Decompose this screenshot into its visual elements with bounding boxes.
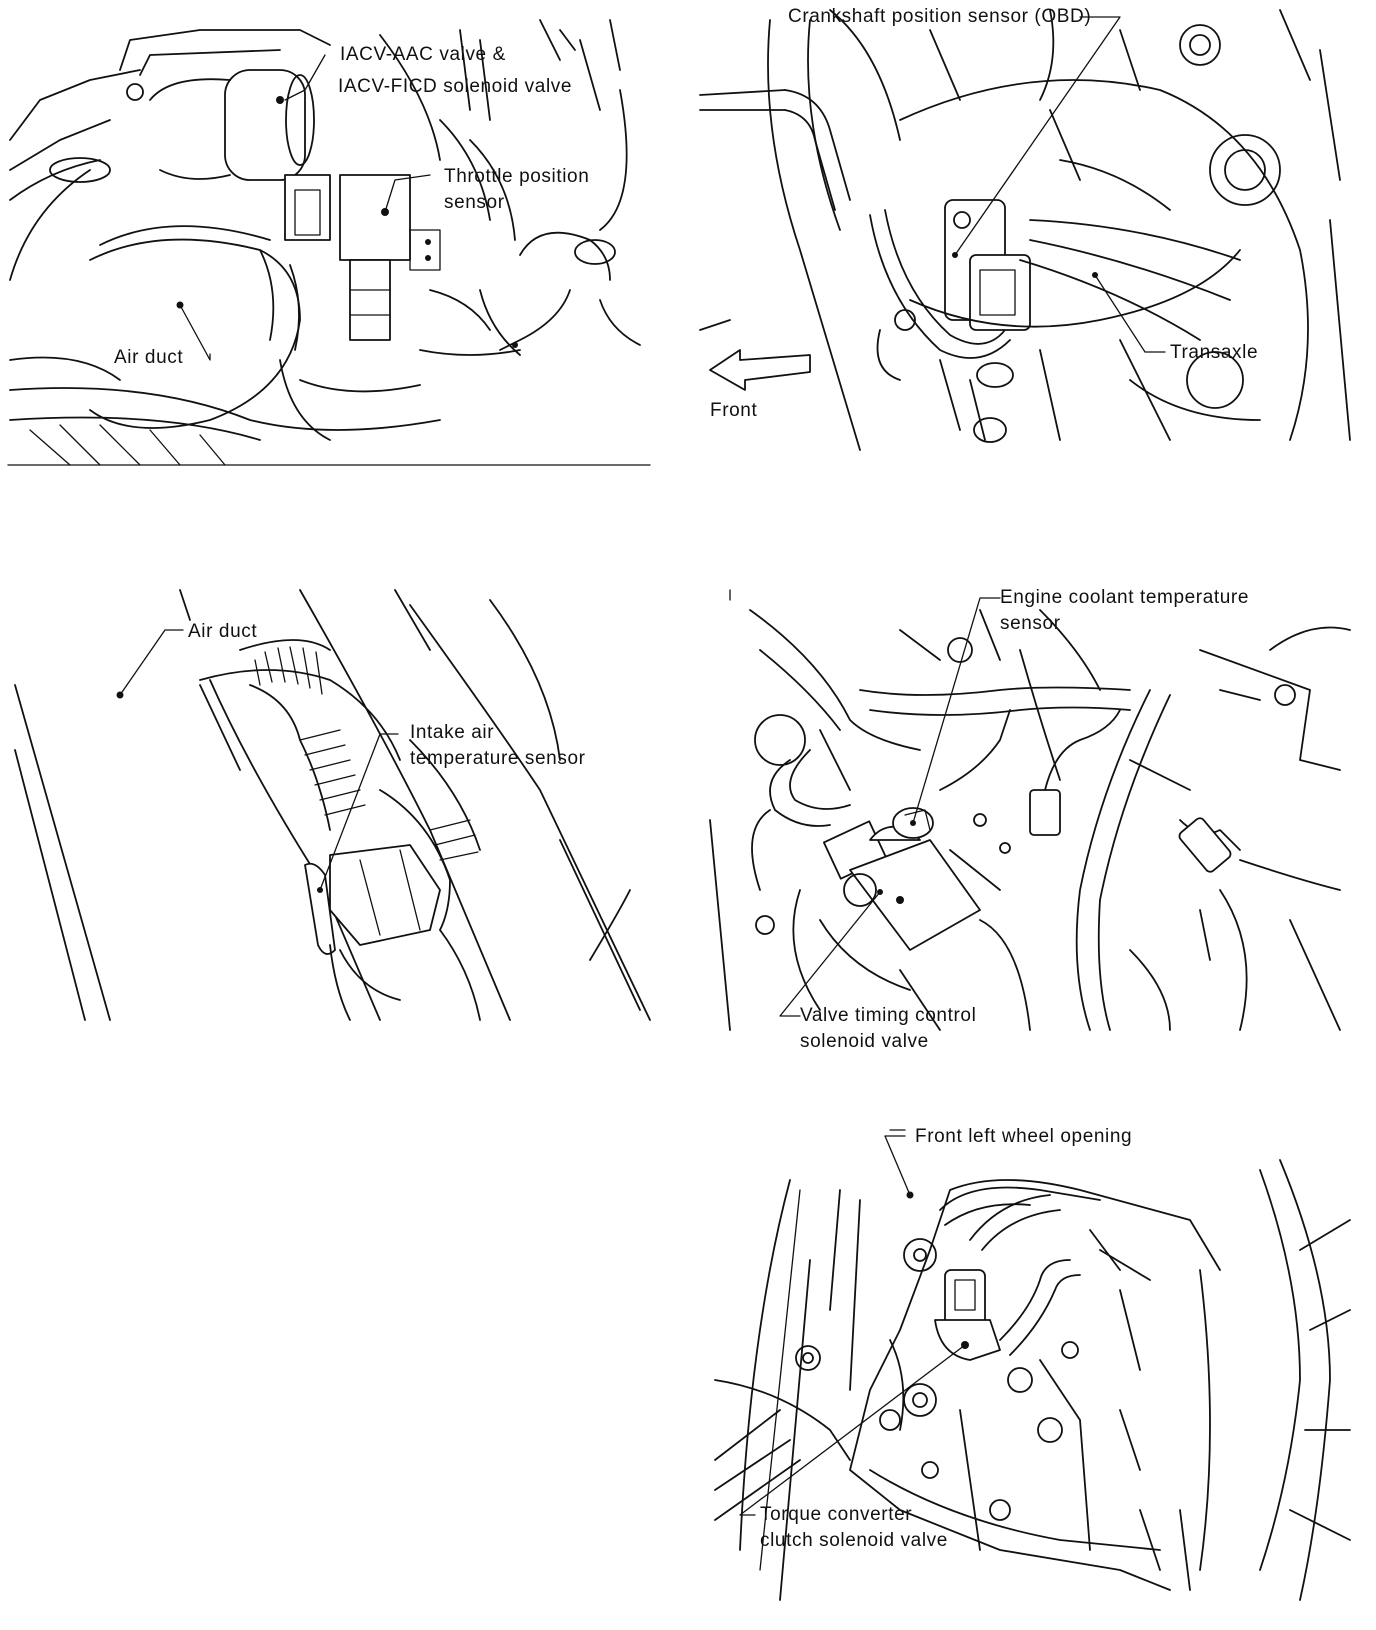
crankshaft-drawing	[699, 9, 1351, 451]
panel-throttle-body: IACV-AAC valve & IACV-FICD solenoid valv…	[0, 0, 660, 470]
label-clutch-solenoid-valve: clutch solenoid valve	[760, 1530, 948, 1551]
intake-air-drawing	[14, 589, 651, 1021]
label-throttle-position-sensor: Throttle position	[444, 166, 590, 187]
label-iacv-aac-valve: IACV-AAC valve &	[340, 44, 506, 65]
coolant-vtc-drawing	[709, 589, 1351, 1031]
label-vtc-solenoid-valve: solenoid valve	[800, 1031, 929, 1052]
panel-torque-converter: Front left wheel opening Torque converte…	[700, 1126, 1360, 1620]
label-throttle-position-sensor-2: sensor	[444, 192, 505, 213]
label-iacv-ficd-solenoid-valve: IACV-FICD solenoid valve	[338, 76, 573, 97]
label-air-duct: Air duct	[114, 347, 184, 368]
label-air-duct-2: Air duct	[188, 621, 258, 642]
panel-coolant-vtc: Engine coolant temperature sensor Valve …	[700, 587, 1360, 1080]
throttle-body-drawing	[7, 19, 651, 466]
label-transaxle: Transaxle	[1170, 342, 1259, 363]
label-temperature-sensor: temperature sensor	[410, 748, 586, 769]
label-engine-coolant-sensor-2: sensor	[1000, 613, 1061, 634]
label-front-left-wheel-opening: Front left wheel opening	[915, 1126, 1133, 1147]
label-front: Front	[710, 400, 758, 421]
torque-converter-drawing	[714, 1129, 1351, 1601]
panel-crankshaft-sensor: Crankshaft position sensor (OBD) Transax…	[699, 0, 1360, 470]
label-intake-air: Intake air	[410, 722, 495, 743]
label-engine-coolant-temperature-sensor: Engine coolant temperature	[1000, 587, 1250, 608]
label-valve-timing-control: Valve timing control	[800, 1005, 977, 1026]
label-crankshaft-position-sensor: Crankshaft position sensor (OBD)	[788, 6, 1092, 27]
panel-intake-air-sensor: Air duct Intake air temperature sensor	[0, 589, 660, 1030]
label-torque-converter: Torque converter	[760, 1504, 913, 1525]
